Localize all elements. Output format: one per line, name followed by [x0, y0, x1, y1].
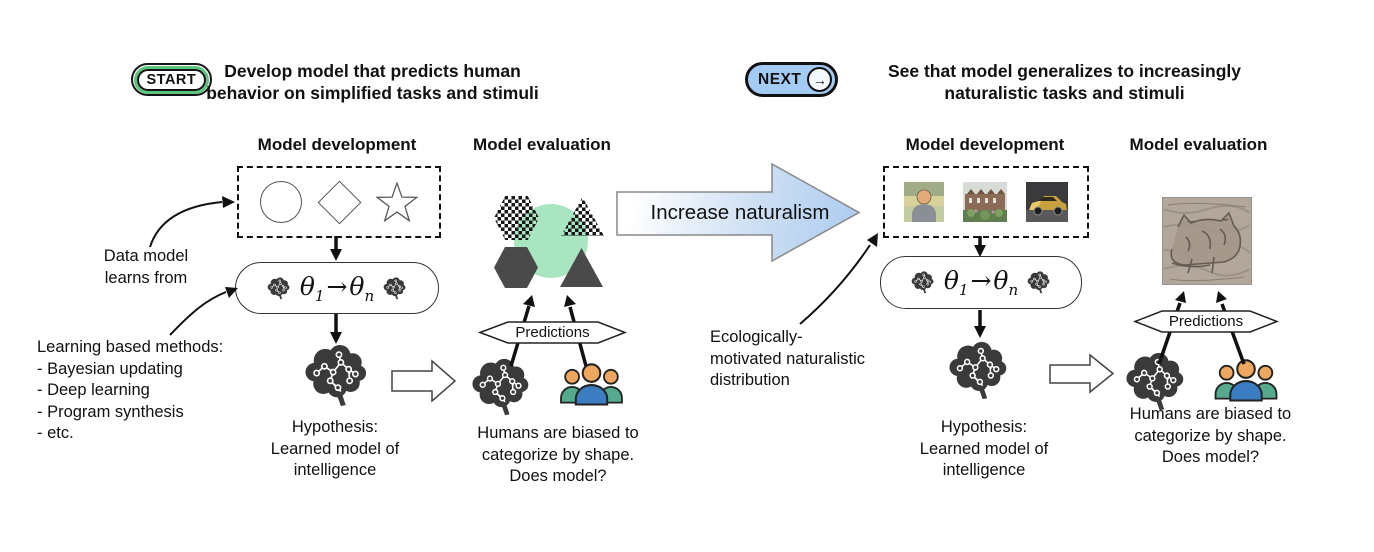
stage1-eval-stimulus — [480, 190, 625, 295]
data-model-annotation: Data model learns from — [103, 247, 189, 287]
brain-icon — [267, 277, 291, 300]
stage1-heading: Develop model that predicts human behavi… — [206, 61, 539, 103]
star-shape-icon — [375, 182, 418, 222]
stage2-model-evaluation-title: Model evaluation — [1129, 135, 1268, 154]
brain-icon — [947, 341, 1011, 401]
next-badge: NEXT → — [745, 62, 839, 97]
theta-label: θ1→θn — [943, 266, 1019, 299]
distribution-arrow — [799, 244, 871, 325]
stage1-theta-pill: θ1→θn — [235, 262, 439, 314]
start-badge-green-ring: START — [133, 65, 210, 94]
brain-icon — [911, 271, 935, 294]
people-icon — [558, 362, 625, 410]
methods-arrow — [169, 291, 227, 336]
data-model-arrow — [149, 201, 223, 248]
brain-icon — [383, 277, 407, 300]
stage2-theta-pill: θ1→θn — [880, 256, 1082, 309]
circle-shape-icon — [260, 181, 303, 223]
distribution-annotation: Ecologically- motivated naturalistic dis… — [710, 328, 865, 389]
person-photo — [904, 182, 944, 222]
stage2-predictions-label: Predictions — [1168, 313, 1244, 330]
car-photo — [1026, 182, 1068, 222]
next-arrow-icon: → — [807, 67, 833, 92]
brain-icon — [470, 358, 533, 417]
stage2-hollow-arrow — [1049, 353, 1115, 394]
increase-naturalism-label: Increase naturalism — [650, 201, 830, 224]
texture-image — [1162, 197, 1252, 285]
brain-icon — [1124, 352, 1188, 412]
stage2-model-development-title: Model development — [905, 135, 1065, 154]
stage2-heading: See that model generalizes to increasing… — [887, 61, 1242, 103]
start-badge-label: START — [136, 68, 207, 91]
stage1-stimuli-box — [237, 166, 441, 238]
stage1-predictions-label: Predictions — [515, 324, 590, 341]
people-icon — [1212, 358, 1280, 406]
learning-methods-annotation: Learning based methods: - Bayesian updat… — [37, 338, 224, 442]
theta-label: θ1→θn — [299, 271, 375, 305]
stage1-hollow-arrow — [391, 359, 457, 403]
stage1-model-evaluation-title: Model evaluation — [473, 135, 611, 154]
stage1-hypothesis-label: Hypothesis: Learned model of intelligenc… — [270, 418, 400, 479]
stage2-hypothesis-label: Hypothesis: Learned model of intelligenc… — [919, 418, 1049, 479]
stage2-stimuli-box — [883, 166, 1089, 238]
start-badge: START — [131, 63, 212, 96]
stage1-eval-caption: Humans are biased to categorize by shape… — [477, 424, 639, 485]
brain-icon — [303, 344, 371, 408]
brain-icon — [1027, 271, 1051, 294]
diamond-shape-icon — [317, 180, 361, 224]
stage1-model-development-title: Model development — [257, 135, 417, 154]
next-badge-label: NEXT — [758, 70, 802, 88]
stage2-eval-caption: Humans are biased to categorize by shape… — [1129, 405, 1292, 466]
mansion-photo — [963, 182, 1007, 222]
